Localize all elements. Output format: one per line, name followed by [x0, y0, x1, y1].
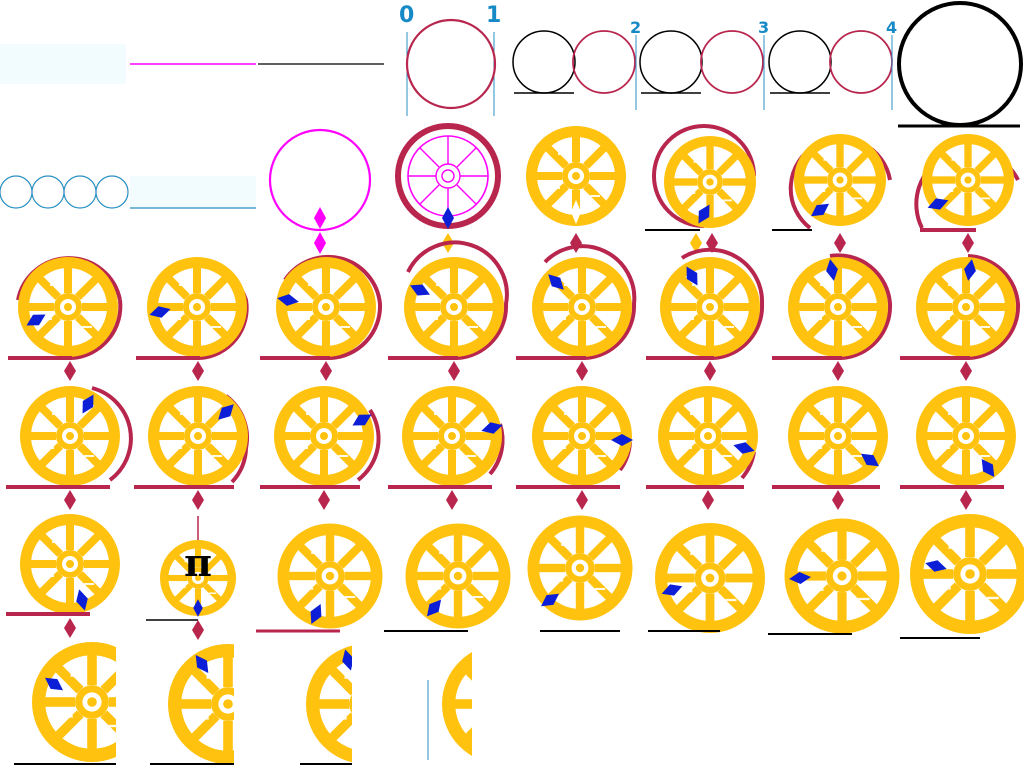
wheel-frame-r5c6 — [648, 521, 767, 635]
wheel-frame-r6c2 — [150, 642, 234, 766]
wheel-frame-r4c3 — [260, 385, 381, 510]
wheel-frame-r4c1 — [6, 385, 133, 510]
wheel-frame-r5c7 — [768, 517, 901, 635]
wheel-frame-r6c1 — [14, 640, 116, 765]
frame-row-5: π — [6, 512, 1024, 640]
wheel-frame-r5c5 — [526, 514, 634, 632]
label-two: 2 — [630, 18, 641, 37]
circle-pair-frame-4: 4 — [768, 18, 897, 110]
intro-panel — [0, 44, 126, 84]
wheel-frame-r4c5 — [516, 385, 633, 510]
label-three: 3 — [758, 18, 769, 37]
wheel-frame-r6c3 — [300, 642, 352, 766]
label-one: 1 — [486, 3, 501, 28]
wheel-frame-r5c3 — [256, 522, 384, 633]
wheel-frame-r4c6 — [646, 385, 759, 510]
wheel-frame-r2c8 — [914, 133, 1020, 253]
frame-row-4 — [6, 385, 1017, 510]
wheel-frame-r3c1 — [8, 256, 123, 381]
wheel-frame-r3c7 — [772, 253, 893, 381]
wheel-frame-r5c1 — [6, 513, 121, 638]
four-blue-circles — [0, 175, 129, 209]
frame-row-2 — [0, 123, 1020, 254]
wheel-frame-r5c2: π — [146, 516, 237, 640]
wheel-frame-r3c4 — [388, 240, 509, 381]
line-wheel-frame — [395, 123, 501, 253]
frame-row-6 — [14, 640, 472, 766]
frame-row-1: 0 1 2 3 4 — [0, 1, 1023, 128]
label-four: 4 — [886, 18, 897, 37]
wheel-frame-r6c4 — [427, 642, 472, 766]
wheel-frame-r3c8 — [900, 254, 1021, 381]
wheel-frame-r2c7 — [772, 133, 892, 253]
circle-pair-frame-2: 2 — [512, 18, 641, 110]
wheel-frame-r5c8 — [900, 512, 1024, 639]
magenta-circle-frame — [268, 128, 372, 254]
red-circle — [405, 18, 497, 110]
wheel-frame-r4c4 — [388, 385, 505, 510]
unit-circle-frame: 0 1 — [399, 3, 501, 116]
wheel-frame-r2c5 — [525, 125, 627, 253]
wheel-frame-r3c6 — [646, 247, 765, 381]
pi-symbol: π — [184, 540, 212, 585]
wheel-frame-r5c4 — [384, 522, 512, 632]
big-black-circle-frame — [897, 1, 1023, 128]
frame-row-3 — [8, 240, 1021, 381]
wheel-frame-r2c6 — [645, 124, 757, 253]
wheel-frame-r3c3 — [260, 254, 383, 381]
wheel-frame-r4c2 — [134, 385, 249, 510]
label-zero: 0 — [399, 3, 414, 28]
wheel-frame-r3c5 — [516, 244, 637, 381]
wheel-frame-r4c7 — [772, 385, 889, 510]
wheel-frame-r4c8 — [900, 385, 1017, 510]
circle-pair-frame-3: 3 — [639, 18, 769, 110]
wheel-frame-r3c2 — [136, 256, 249, 381]
